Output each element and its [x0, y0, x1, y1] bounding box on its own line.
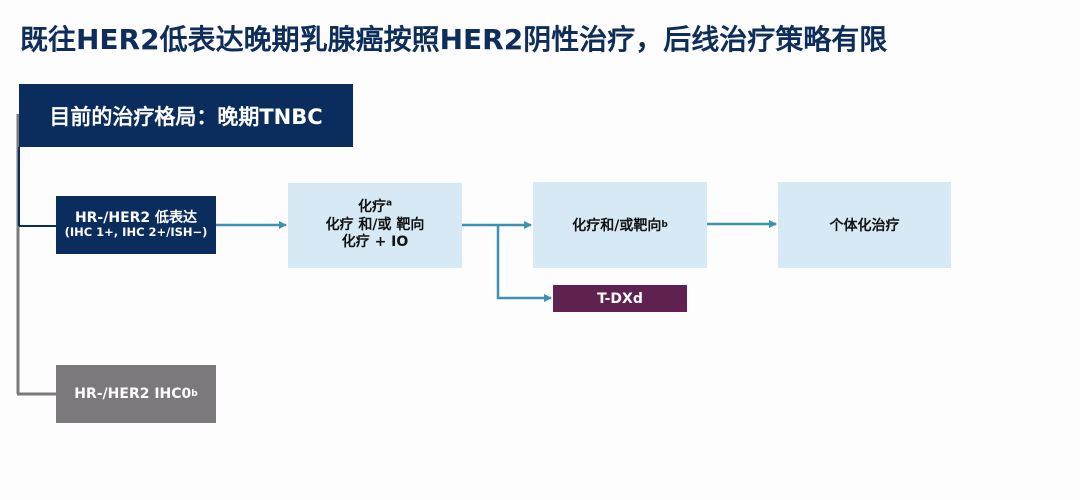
first-line-box: 化疗a 化疗 和/或 靶向 化疗 + IO: [288, 183, 462, 268]
page-title: 既往HER2低表达晚期乳腺癌按照HER2阴性治疗，后线治疗策略有限: [20, 23, 888, 56]
third-line-label: 个体化治疗: [829, 218, 900, 234]
tdxd-label: T-DXd: [597, 290, 643, 307]
ihc0-label: HR-/HER2 IHC0: [74, 386, 192, 402]
first-line-footnote: a: [385, 198, 393, 209]
her2-low-box: HR-/HER2 低表达 (IHC 1+, IHC 2+/ISH−): [56, 196, 216, 254]
first-line-chemo: 化疗: [357, 199, 386, 216]
second-line-label: 化疗和/或靶向: [572, 218, 662, 234]
first-line-chemo-targeted: 化疗 和/或 靶向: [325, 216, 425, 233]
first-line-chemo-io: 化疗 + IO: [341, 234, 409, 251]
tdxd-box: T-DXd: [553, 285, 687, 312]
current-landscape-header: 目前的治疗格局：晚期TNBC: [19, 84, 353, 147]
third-line-box: 个体化治疗: [778, 182, 951, 268]
her2-low-ihc: (IHC 1+, IHC 2+/ISH−): [64, 225, 208, 240]
her2-low-label: HR-/HER2 低表达: [74, 210, 198, 227]
arrow-to-tdxd: [496, 225, 552, 302]
header-label: 目前的治疗格局：晚期TNBC: [49, 104, 323, 129]
